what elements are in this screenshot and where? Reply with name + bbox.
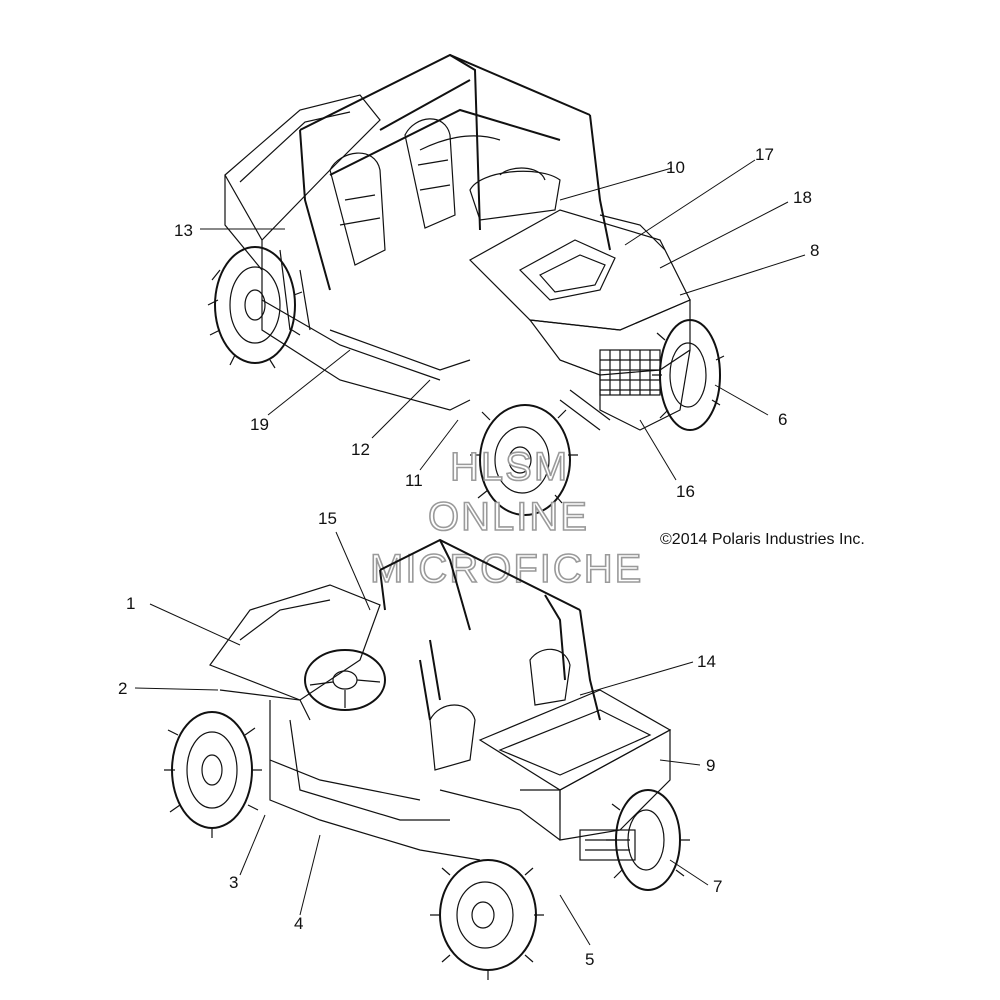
- watermark-line-2: ONLINE: [428, 495, 589, 539]
- callout-11: 11: [405, 471, 423, 490]
- callout-1: 1: [126, 594, 135, 613]
- bottom-vehicle-illustration: [164, 538, 690, 980]
- watermark: HLSM ONLINE MICROFICHE: [369, 444, 643, 592]
- callout-16: 16: [676, 482, 695, 501]
- top-callouts: 10 17 18 8 13 6 19 12 11 16: [174, 145, 819, 501]
- callout-10: 10: [666, 158, 685, 177]
- top-leader-lines: [200, 159, 806, 481]
- callout-19: 19: [250, 415, 269, 434]
- callout-18: 18: [793, 188, 812, 207]
- callout-4: 4: [294, 914, 303, 933]
- callout-6: 6: [778, 410, 787, 429]
- callout-5: 5: [585, 950, 594, 969]
- bottom-callouts: 15 1 2 14 9 3 4 7 5: [118, 509, 722, 969]
- watermark-line-1: HLSM: [450, 445, 569, 489]
- callout-15: 15: [318, 509, 337, 528]
- callout-8: 8: [810, 241, 819, 260]
- top-vehicle-illustration: [207, 53, 725, 525]
- bottom-leader-lines: [134, 531, 709, 946]
- callout-14: 14: [697, 652, 716, 671]
- watermark-line-3: MICROFICHE: [370, 547, 643, 591]
- callout-17: 17: [755, 145, 774, 164]
- callout-2: 2: [118, 679, 127, 698]
- callout-3: 3: [229, 873, 238, 892]
- callout-7: 7: [713, 877, 722, 896]
- callout-9: 9: [706, 756, 715, 775]
- callout-12: 12: [351, 440, 370, 459]
- copyright-notice: ©2014 Polaris Industries Inc.: [660, 531, 865, 548]
- callout-13: 13: [174, 221, 193, 240]
